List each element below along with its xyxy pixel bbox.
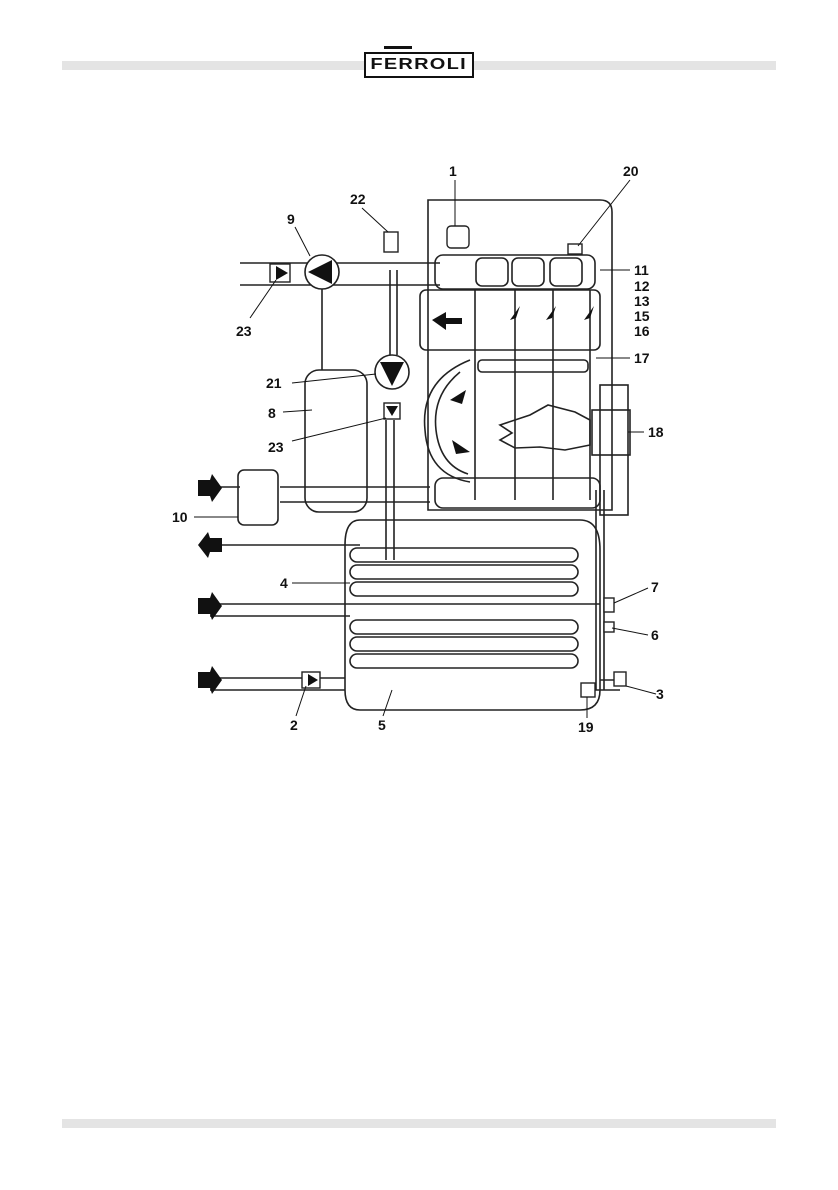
coil-upper <box>350 548 578 596</box>
label-3: 3 <box>656 686 664 702</box>
hydraulic-separator <box>238 470 278 525</box>
label-15: 15 <box>634 308 650 324</box>
label-20: 20 <box>623 163 639 179</box>
label-18: 18 <box>648 424 664 440</box>
expansion-vessel <box>305 370 367 512</box>
label-9: 9 <box>287 211 295 227</box>
label-13: 13 <box>634 293 650 309</box>
label-23-mid: 23 <box>268 439 284 455</box>
label-23-top: 23 <box>236 323 252 339</box>
label-7: 7 <box>651 579 659 595</box>
label-12: 12 <box>634 278 650 294</box>
label-6: 6 <box>651 627 659 643</box>
label-11: 11 <box>634 262 649 278</box>
label-8: 8 <box>268 405 276 421</box>
label-21: 21 <box>266 375 282 391</box>
pump-9 <box>305 255 339 289</box>
label-10: 10 <box>172 509 188 525</box>
label-4: 4 <box>280 575 288 591</box>
pump-21 <box>375 355 409 389</box>
label-17: 17 <box>634 350 650 366</box>
burner-flame <box>500 405 590 450</box>
top-collector <box>435 255 595 289</box>
label-2: 2 <box>290 717 298 733</box>
footer-band <box>62 1119 776 1128</box>
burner-box <box>592 410 630 455</box>
label-5: 5 <box>378 717 386 733</box>
label-1: 1 <box>449 163 457 179</box>
coil-lower <box>350 620 578 668</box>
label-22: 22 <box>350 191 366 207</box>
label-16: 16 <box>634 323 650 339</box>
label-19: 19 <box>578 719 594 735</box>
bottom-collector <box>435 478 600 508</box>
combustion-chamber <box>425 360 470 482</box>
